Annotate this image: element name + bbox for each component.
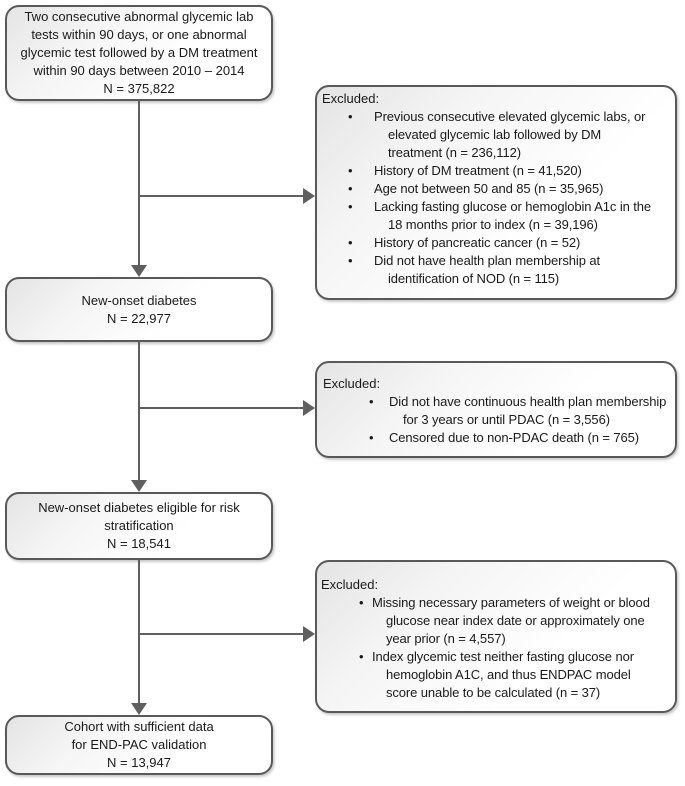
- bullet-icon: •: [359, 649, 364, 664]
- exclusion-box-3-title: Excluded:: [321, 577, 379, 592]
- cohort-box-risk-stratification: New-onset diabetes eligible for risk str…: [5, 492, 273, 560]
- list-item: • Missing necessary parameters of weight …: [359, 594, 667, 648]
- cohort-box-risk-stratification-text: New-onset diabetes eligible for risk str…: [38, 500, 240, 551]
- bullet-icon: •: [348, 199, 353, 214]
- connector-line-exclusion-3: [139, 633, 305, 635]
- exclusion-item-text: Index glycemic test neither fasting gluc…: [372, 649, 634, 700]
- arrow-right-icon: [303, 188, 315, 204]
- cohort-box-initial-text: Two consecutive abnormal glycemic lab te…: [20, 9, 258, 96]
- list-item: • Did not have continuous health plan mem…: [369, 393, 667, 429]
- exclusion-box-1: Excluded: • Previous consecutive elevated…: [315, 85, 677, 300]
- exclusion-box-3: Excluded: • Missing necessary parameters …: [315, 560, 677, 713]
- list-item: • History of DM treatment (n = 41,520): [348, 162, 667, 180]
- list-item: • Lacking fasting glucose or hemoglobin A…: [348, 198, 667, 234]
- bullet-icon: •: [348, 109, 353, 124]
- exclusion-item-text: History of pancreatic cancer (n = 52): [374, 235, 581, 250]
- exclusion-box-3-list: • Missing necessary parameters of weight …: [359, 594, 667, 702]
- exclusion-box-1-title: Excluded:: [322, 91, 380, 106]
- connector-line-step3-step4: [138, 559, 140, 704]
- list-item: • Censored due to non-PDAC death (n = 765…: [369, 429, 667, 447]
- exclusion-item-text: Previous consecutive elevated glycemic l…: [374, 109, 646, 160]
- exclusion-item-text: Lacking fasting glucose or hemoglobin A1…: [374, 199, 652, 232]
- cohort-box-new-onset-diabetes-text: New-onset diabetes N = 22,977: [81, 292, 197, 326]
- exclusion-box-2-title: Excluded:: [323, 376, 381, 391]
- bullet-icon: •: [348, 235, 353, 250]
- exclusion-item-text: Age not between 50 and 85 (n = 35,965): [374, 181, 604, 196]
- list-item: • Previous consecutive elevated glycemic …: [348, 108, 667, 162]
- exclusion-box-2-list: • Did not have continuous health plan mem…: [369, 393, 667, 447]
- arrow-down-icon: [131, 480, 147, 492]
- connector-line-step2-step3: [138, 341, 140, 481]
- bullet-icon: •: [348, 253, 353, 268]
- connector-line-exclusion-2: [139, 407, 305, 409]
- exclusion-box-1-list: • Previous consecutive elevated glycemic …: [348, 108, 667, 288]
- bullet-icon: •: [359, 595, 364, 610]
- exclusion-item-text: Censored due to non-PDAC death (n = 765): [389, 430, 640, 445]
- exclusion-item-text: Did not have health plan membership at i…: [374, 253, 601, 286]
- arrow-right-icon: [303, 626, 315, 642]
- list-item: • History of pancreatic cancer (n = 52): [348, 234, 667, 252]
- arrow-right-icon: [303, 400, 315, 416]
- arrow-down-icon: [131, 703, 147, 715]
- cohort-box-final-validation-text: Cohort with sufficient data for END-PAC …: [64, 719, 214, 770]
- cohort-box-new-onset-diabetes: New-onset diabetes N = 22,977: [5, 277, 273, 342]
- exclusion-item-text: Missing necessary parameters of weight o…: [372, 595, 650, 646]
- arrow-down-icon: [131, 265, 147, 277]
- bullet-icon: •: [348, 163, 353, 178]
- cohort-box-final-validation: Cohort with sufficient data for END-PAC …: [5, 715, 273, 775]
- bullet-icon: •: [369, 394, 374, 409]
- list-item: • Index glycemic test neither fasting glu…: [359, 648, 667, 702]
- list-item: • Age not between 50 and 85 (n = 35,965): [348, 180, 667, 198]
- cohort-box-initial: Two consecutive abnormal glycemic lab te…: [5, 5, 273, 101]
- exclusion-item-text: History of DM treatment (n = 41,520): [374, 163, 582, 178]
- connector-line-step1-step2: [138, 100, 140, 266]
- list-item: • Did not have health plan membership at …: [348, 252, 667, 288]
- connector-line-exclusion-1: [139, 195, 305, 197]
- bullet-icon: •: [369, 430, 374, 445]
- bullet-icon: •: [348, 181, 353, 196]
- exclusion-box-2: Excluded: • Did not have continuous healt…: [315, 361, 677, 458]
- exclusion-item-text: Did not have continuous health plan memb…: [389, 394, 667, 427]
